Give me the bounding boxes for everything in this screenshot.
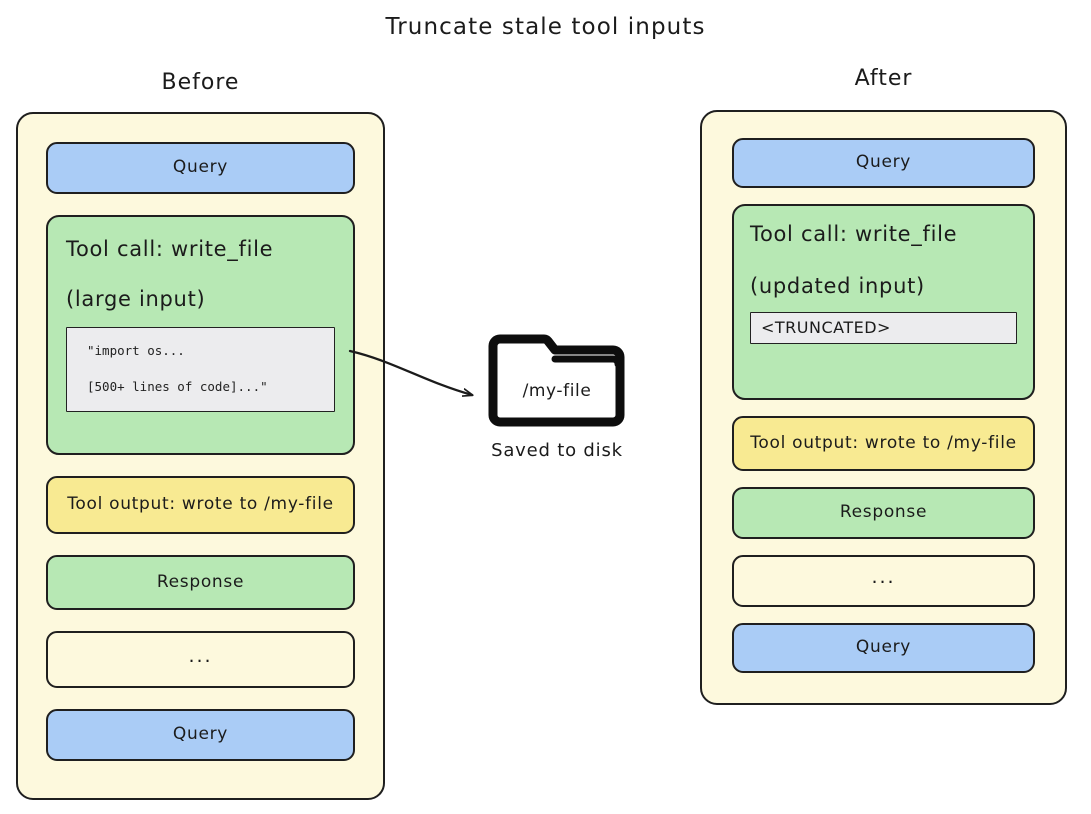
tool-call-truncated-block: <TRUNCATED>: [750, 312, 1017, 344]
page-title: Truncate stale tool inputs: [385, 14, 706, 40]
tool-call-subtitle: (updated input): [750, 274, 925, 298]
message-block-query-top[interactable]: Query: [732, 138, 1035, 188]
ellipsis-label: ...: [188, 644, 213, 667]
message-block-query-bottom[interactable]: Query: [46, 709, 355, 761]
conversation-panel-after: Query Tool call: write_file (updated inp…: [700, 110, 1067, 705]
ellipsis-label: ...: [871, 566, 896, 589]
message-block-response[interactable]: Response: [46, 555, 355, 610]
message-block-tool-call[interactable]: Tool call: write_file (large input) "imp…: [46, 215, 355, 455]
tool-call-code-block: "import os... [500+ lines of code]...": [66, 327, 335, 412]
message-block-ellipsis[interactable]: ...: [732, 555, 1035, 607]
message-block-ellipsis[interactable]: ...: [46, 631, 355, 688]
message-block-tool-output[interactable]: Tool output: wrote to /my-file: [732, 416, 1035, 471]
saved-to-disk-caption: Saved to disk: [491, 440, 623, 461]
message-block-query-bottom[interactable]: Query: [732, 623, 1035, 673]
conversation-panel-before: Query Tool call: write_file (large input…: [16, 112, 385, 800]
column-heading-after: After: [854, 66, 913, 91]
tool-call-title: Tool call: write_file: [750, 222, 958, 246]
folder-icon: [488, 334, 625, 427]
message-block-response[interactable]: Response: [732, 487, 1035, 539]
message-block-tool-call[interactable]: Tool call: write_file (updated input) <T…: [732, 204, 1035, 400]
write-to-disk-arrow: [348, 349, 500, 415]
message-block-tool-output[interactable]: Tool output: wrote to /my-file: [46, 476, 355, 534]
tool-call-subtitle: (large input): [66, 287, 206, 311]
tool-call-title: Tool call: write_file: [66, 237, 274, 261]
code-line-2: [500+ lines of code]...": [87, 379, 268, 395]
column-heading-before: Before: [161, 70, 240, 95]
code-line-1: "import os...: [87, 343, 185, 358]
message-block-query-top[interactable]: Query: [46, 142, 355, 194]
